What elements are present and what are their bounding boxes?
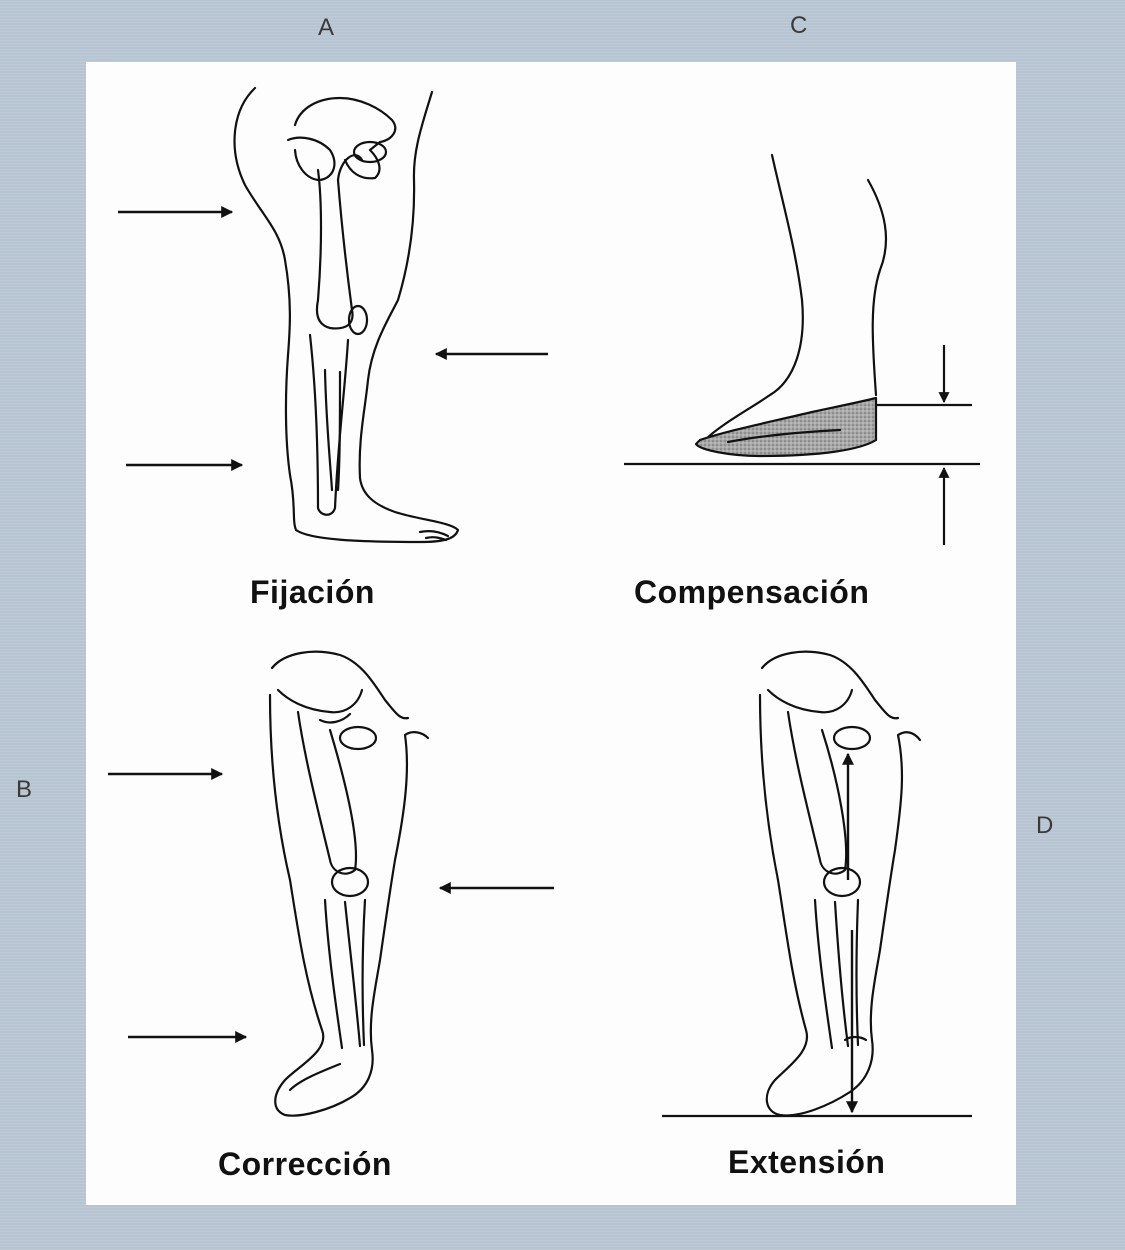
extension-leg-illustration bbox=[760, 652, 920, 1116]
caption-fijacion: Fijación bbox=[250, 574, 375, 611]
fijacion-leg-illustration bbox=[235, 88, 458, 542]
correccion-leg-illustration bbox=[270, 652, 428, 1116]
caption-correccion: Corrección bbox=[218, 1146, 392, 1183]
caption-extension: Extensión bbox=[728, 1144, 885, 1181]
fijacion-arrows bbox=[118, 212, 548, 465]
correccion-arrows bbox=[108, 774, 554, 1037]
compensacion-foot-illustration bbox=[696, 155, 886, 456]
caption-compensacion: Compensación bbox=[634, 574, 869, 611]
